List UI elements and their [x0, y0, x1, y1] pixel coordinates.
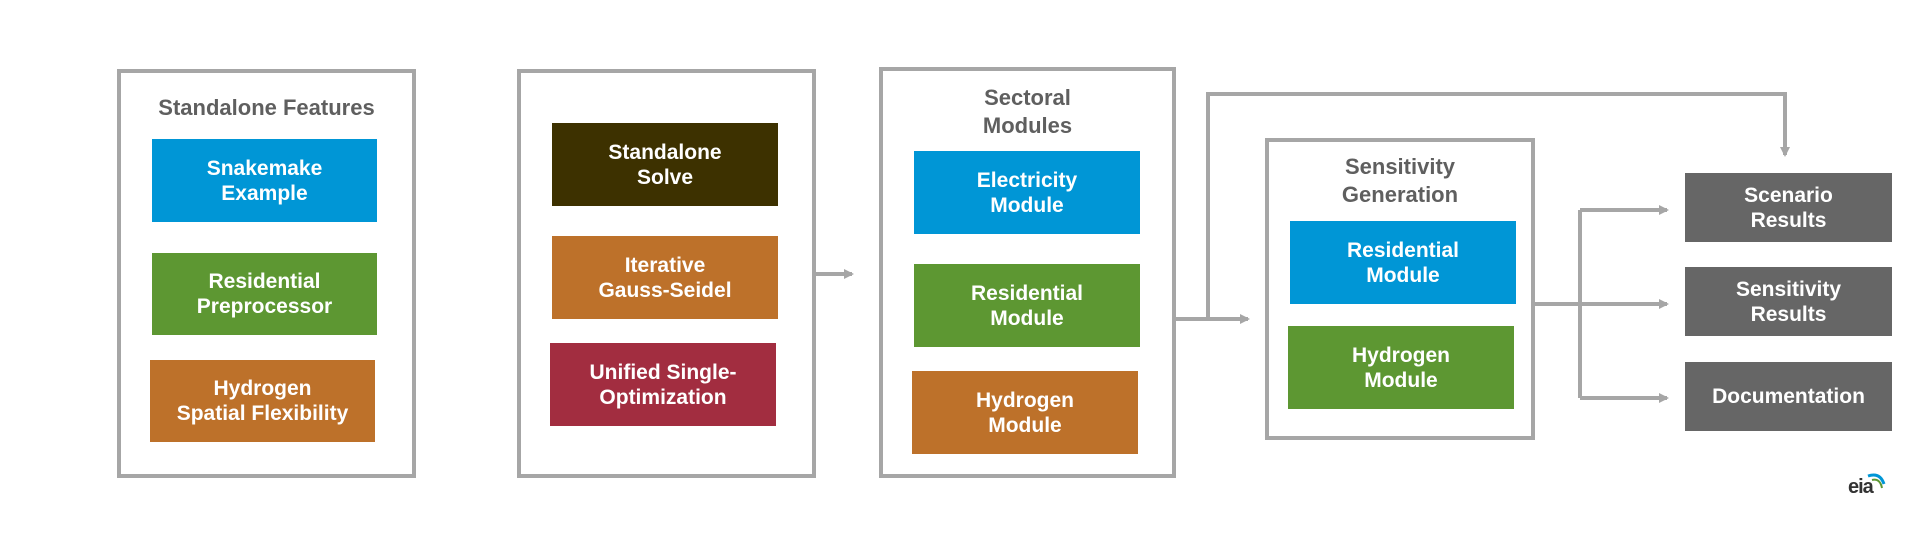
sensitivity-results-box: Sensitivity Results	[1685, 267, 1892, 336]
iterative-gauss-seidel-box: Iterative Gauss-Seidel	[552, 236, 778, 319]
panel-title-sensitivity-generation: Sensitivity Generation	[1341, 154, 1459, 207]
panel-title-sectoral-modules: Sectoral Modules	[982, 85, 1073, 138]
sectoral-residential-module-box: Residential Module	[914, 264, 1140, 347]
scenario-results-box: Scenario Results	[1685, 173, 1892, 242]
unified-single-optimization-box: Unified Single- Optimization	[550, 343, 776, 426]
sensitivity-residential-module-box: Residential Module	[1290, 221, 1516, 304]
standalone-solve-box: Standalone Solve	[552, 123, 778, 206]
arrow-sectoral-to-scenario-results	[1206, 92, 1790, 319]
sensitivity-hydrogen-module-box: Hydrogen Module	[1288, 326, 1514, 409]
sectoral-electricity-module-box: Electricity Module	[914, 151, 1140, 234]
eia-logo-text: eia	[1848, 476, 1874, 498]
hydrogen-spatial-flexibility-box: Hydrogen Spatial Flexibility	[150, 360, 375, 442]
residential-preprocessor-box: Residential Preprocessor	[152, 253, 377, 335]
sectoral-hydrogen-module-box: Hydrogen Module	[912, 371, 1138, 454]
documentation-box: Documentation	[1685, 362, 1892, 431]
snakemake-example-box: Snakemake Example	[152, 139, 377, 222]
panel-title-standalone-features: Standalone Features	[158, 95, 375, 120]
eia-logo: eia	[1846, 470, 1886, 500]
eia-logo-swoosh-icon	[1867, 473, 1886, 489]
